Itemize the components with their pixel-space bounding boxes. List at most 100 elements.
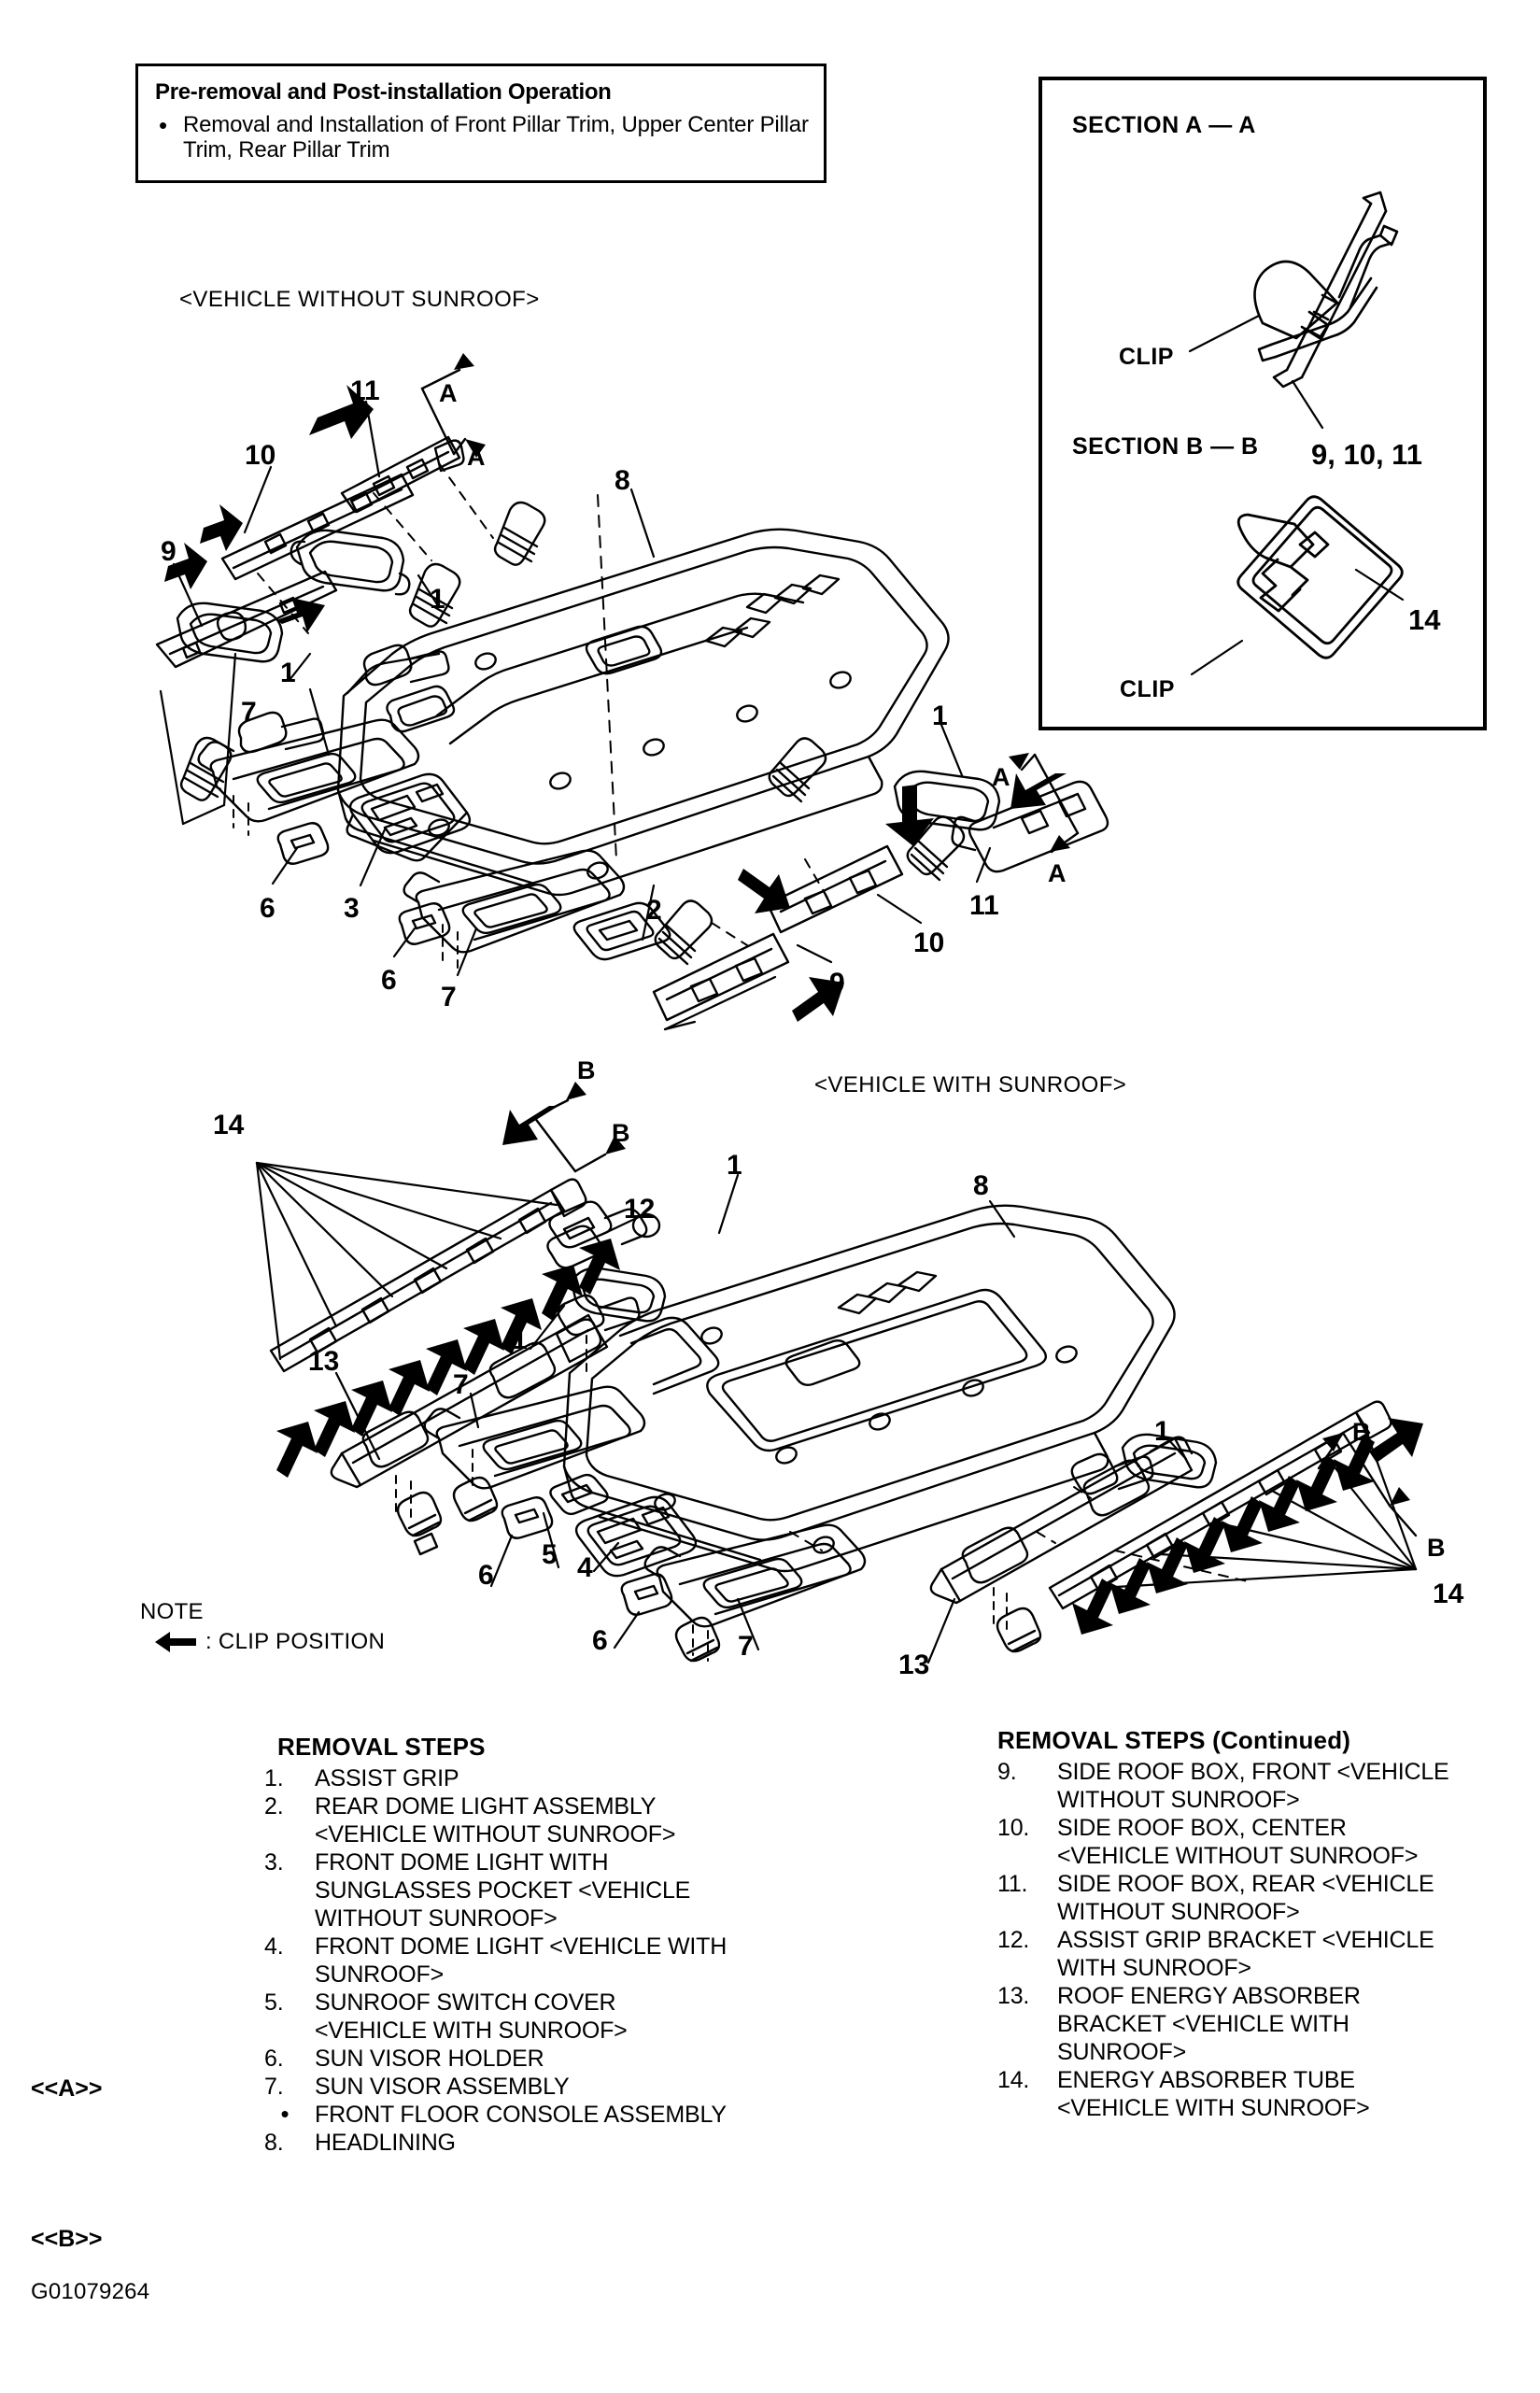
callout-10b: 10 [913, 927, 945, 958]
section-b-clip-drawing [1190, 495, 1405, 676]
callout-11b: 11 [969, 890, 999, 921]
figure-code: G01079264 [31, 2279, 150, 2304]
step-text: SUN VISOR ASSEMBLY [315, 2074, 570, 2101]
removal-steps-left-title: REMOVAL STEPS [277, 1733, 486, 1761]
callout-14a: 14 [213, 1110, 245, 1140]
section-a-title: SECTION A — A [1072, 112, 1256, 138]
step-text: ROOF ENERGY ABSORBER BRACKET <VEHICLE WI… [1057, 1983, 1361, 2066]
step-text: SUN VISOR HOLDER [315, 2046, 544, 2073]
removal-step: 12. ASSIST GRIP BRACKET <VEHICLE WITH SU… [997, 1926, 1464, 1982]
removal-step: 4. FRONT DOME LIGHT <VEHICLE WITH SUNROO… [264, 1933, 731, 1989]
callout-4: 4 [577, 1552, 593, 1583]
callout-3a: 3 [344, 893, 360, 924]
step-number: 4. [264, 1933, 284, 1961]
step-number: 12. [997, 1927, 1030, 1954]
callout-8b: 8 [973, 1170, 989, 1201]
callout-1c: 1 [932, 701, 948, 731]
step-text: FRONT DOME LIGHT <VEHICLE WITH SUNROOF> [315, 1933, 728, 1989]
removal-steps-right-title: REMOVAL STEPS (Continued) [997, 1726, 1351, 1754]
note-title: NOTE [140, 1599, 204, 1624]
callout-section-a-lower: A [467, 443, 486, 471]
section-a-clip-drawing [1188, 191, 1399, 430]
removal-step: 7. SUN VISOR ASSEMBLY [264, 2073, 731, 2101]
callout-section-b-lower-left: B [612, 1119, 630, 1147]
callout-5: 5 [542, 1539, 558, 1570]
step-text: SIDE ROOF BOX, FRONT <VEHICLE WITHOUT SU… [1057, 1759, 1449, 1814]
callout-11a: 11 [350, 375, 380, 406]
step-text: ENERGY ABSORBER TUBE <VEHICLE WITH SUNRO… [1057, 2067, 1370, 2122]
removal-step: 14. ENERGY ABSORBER TUBE <VEHICLE WITH S… [997, 2066, 1464, 2122]
callout-section-a-right-lower: A [1048, 859, 1067, 887]
removal-steps-right: REMOVAL STEPS (Continued) 9. SIDE ROOF B… [997, 1726, 1464, 2122]
step-number: 6. [264, 2046, 284, 2073]
callout-13b: 13 [898, 1650, 930, 1680]
callout-1a: 1 [430, 584, 445, 615]
callout-13a: 13 [308, 1346, 340, 1377]
callout-6b: 6 [381, 965, 397, 996]
removal-step: 3. FRONT DOME LIGHT WITH SUNGLASSES POCK… [264, 1848, 731, 1933]
clip-position-arrows-1 [164, 353, 1070, 1022]
step-number: 11. [997, 1871, 1028, 1898]
step-number: 9. [997, 1759, 1017, 1786]
callout-section-b-lower-right: B [1427, 1534, 1446, 1562]
step-number: 13. [997, 1983, 1030, 2010]
step-number: 10. [997, 1815, 1030, 1842]
removal-step: 8. HEADLINING [264, 2129, 731, 2157]
callout-14b: 14 [1433, 1579, 1464, 1609]
callout-12: 12 [624, 1194, 656, 1225]
step-text: FRONT DOME LIGHT WITH SUNGLASSES POCKET … [315, 1849, 691, 1933]
callout-2a: 2 [646, 895, 662, 926]
callout-section-b-upper-right: B [1352, 1418, 1371, 1446]
removal-step: • FRONT FLOOR CONSOLE ASSEMBLY [264, 2101, 731, 2129]
callout-7a: 7 [241, 697, 257, 728]
removal-steps-left: REMOVAL STEPS 1. ASSIST GRIP 2. REAR DOM… [264, 1733, 731, 2157]
callout-section-b-upper-left: B [577, 1056, 596, 1084]
pre-removal-title: Pre-removal and Post-installation Operat… [155, 79, 612, 105]
callout-1d: 1 [727, 1150, 742, 1181]
step-bullet: • [280, 2100, 290, 2129]
removal-step: 10. SIDE ROOF BOX, CENTER <VEHICLE WITHO… [997, 1814, 1464, 1870]
callout-1f: 1 [1154, 1416, 1170, 1447]
note-block: NOTE : CLIP POSITION [140, 1599, 385, 1655]
removal-step: 1. ASSIST GRIP [264, 1764, 731, 1792]
removal-step: 6. SUN VISOR HOLDER [264, 2045, 731, 2073]
callout-9b: 9 [829, 968, 845, 998]
callout-section-a-upper: A [439, 379, 458, 407]
removal-step: 5. SUNROOF SWITCH COVER <VEHICLE WITH SU… [264, 1989, 731, 2045]
removal-step: 11. SIDE ROOF BOX, REAR <VEHICLE WITHOUT… [997, 1870, 1464, 1926]
section-b-part-number: 14 [1408, 603, 1441, 636]
step-number: 2. [264, 1793, 284, 1820]
callout-9a: 9 [161, 536, 177, 567]
callout-6a: 6 [260, 893, 276, 924]
marker-b: <<B>> [31, 2226, 103, 2252]
step-number: 14. [997, 2067, 1030, 2094]
section-b-title: SECTION B — B [1072, 433, 1259, 460]
left-arrow-icon [155, 1632, 196, 1652]
note-legend-row: : CLIP POSITION [155, 1629, 385, 1655]
step-text: SIDE ROOF BOX, CENTER <VEHICLE WITHOUT S… [1057, 1815, 1419, 1870]
step-text: ASSIST GRIP BRACKET <VEHICLE WITH SUNROO… [1057, 1927, 1434, 1982]
removal-step: 13. ROOF ENERGY ABSORBER BRACKET <VEHICL… [997, 1982, 1464, 2066]
callout-7c: 7 [453, 1369, 469, 1400]
pre-removal-item: • Removal and Installation of Front Pill… [155, 111, 809, 163]
callout-10a: 10 [245, 440, 276, 471]
pre-removal-note-box: Pre-removal and Post-installation Operat… [135, 64, 827, 183]
callout-6c: 6 [478, 1560, 494, 1591]
step-text: SIDE ROOF BOX, REAR <VEHICLE WITHOUT SUN… [1057, 1871, 1434, 1926]
step-text: ASSIST GRIP [315, 1765, 459, 1792]
bullet-icon: • [159, 111, 168, 139]
callout-6d: 6 [592, 1625, 608, 1656]
step-number: 8. [264, 2130, 284, 2157]
clip-label-b: CLIP [1120, 676, 1175, 702]
step-text: SUNROOF SWITCH COVER <VEHICLE WITH SUNRO… [315, 1989, 628, 2045]
heading-vehicle-without-sunroof: <VEHICLE WITHOUT SUNROOF> [179, 287, 540, 312]
step-number: 7. [264, 2074, 284, 2101]
step-text: HEADLINING [315, 2130, 456, 2157]
note-legend-text: : CLIP POSITION [205, 1629, 386, 1654]
callout-7b: 7 [441, 982, 457, 1012]
removal-step: 9. SIDE ROOF BOX, FRONT <VEHICLE WITHOUT… [997, 1758, 1464, 1814]
step-number: 1. [264, 1765, 284, 1792]
callout-section-a-right-upper: A [992, 763, 1010, 791]
clip-position-arrows-2 [276, 1082, 1423, 1635]
section-a-part-numbers: 9, 10, 11 [1311, 438, 1422, 471]
